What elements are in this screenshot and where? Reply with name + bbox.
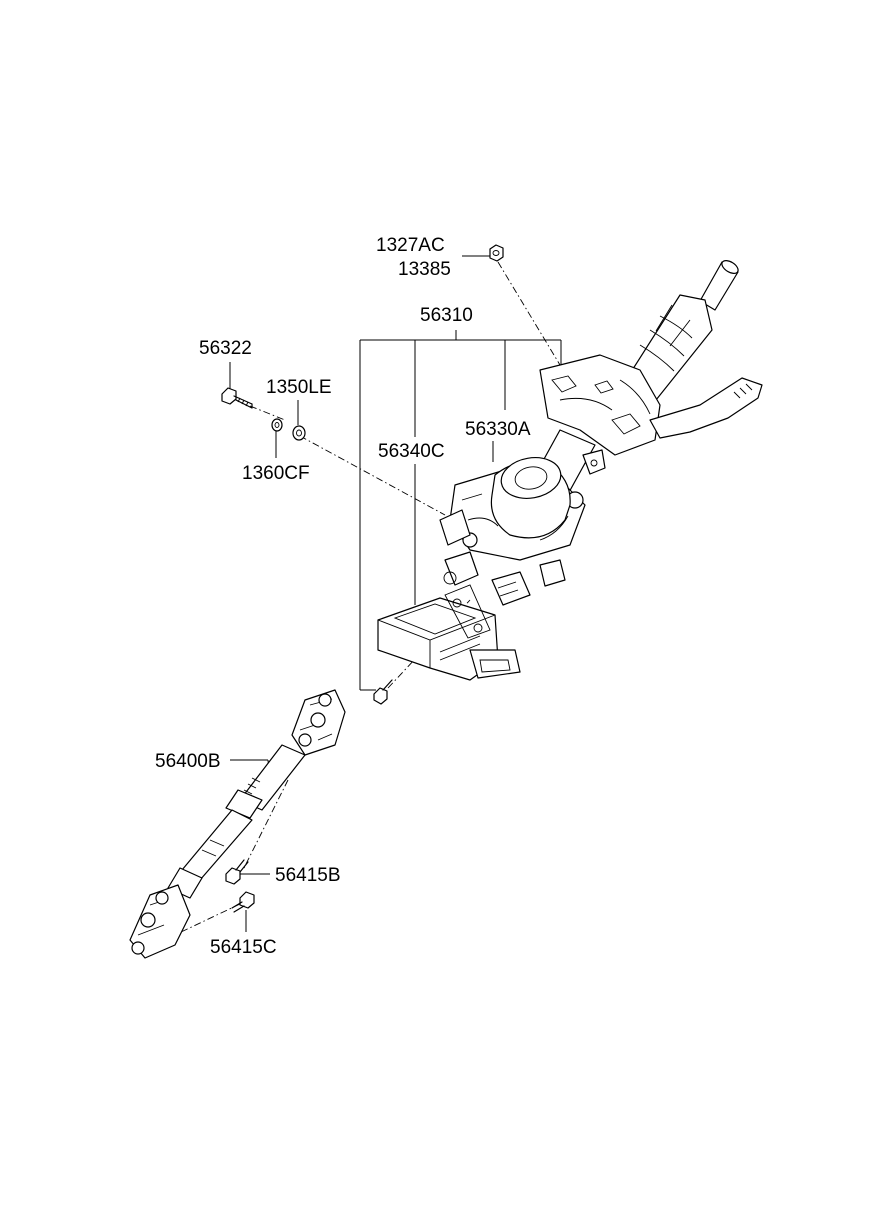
- label-56322: 56322: [199, 338, 252, 359]
- bolt-56322: [221, 387, 253, 409]
- ecu-56340c: [377, 584, 521, 681]
- label-1350le: 1350LE: [266, 377, 332, 398]
- bolt-56415c: [231, 891, 255, 913]
- label-1360cf: 1360CF: [242, 463, 310, 484]
- leader-lines: [229, 255, 562, 932]
- label-56415b: 56415B: [275, 865, 341, 886]
- washer-1360cf: [271, 418, 283, 432]
- label-1327ac: 1327AC: [376, 235, 445, 256]
- steering-column-56310: [439, 260, 763, 606]
- label-56340c: 56340C: [378, 441, 445, 462]
- label-13385: 13385: [398, 259, 451, 280]
- label-56415c: 56415C: [210, 937, 277, 958]
- nut-1327ac: [489, 244, 504, 262]
- label-56310: 56310: [420, 305, 473, 326]
- washer-1350le: [292, 425, 306, 441]
- bolt-56415b: [225, 859, 249, 885]
- label-56330a: 56330A: [465, 419, 531, 440]
- bolt-ecu: [373, 679, 393, 705]
- universal-joint-56400b: [129, 689, 346, 959]
- label-56400b: 56400B: [155, 751, 221, 772]
